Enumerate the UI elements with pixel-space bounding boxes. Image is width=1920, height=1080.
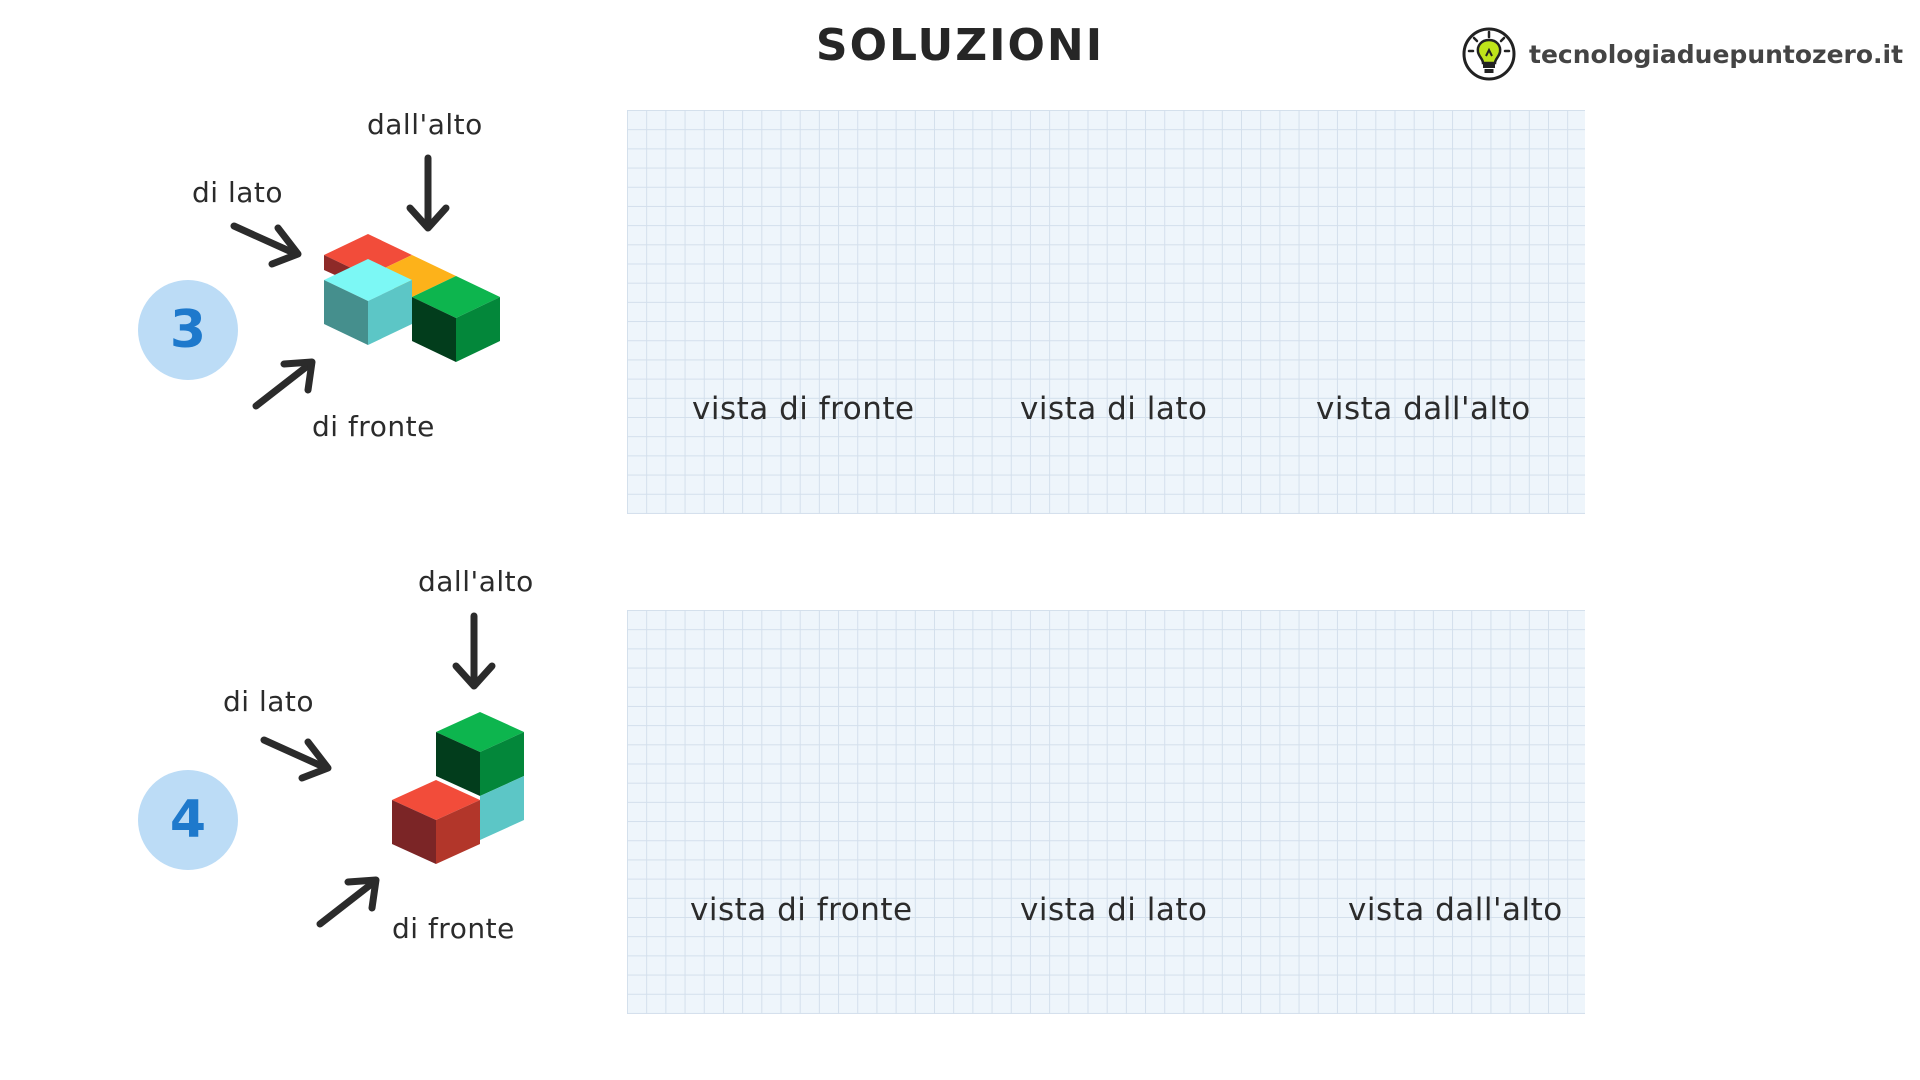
brand-text: tecnologiaduepuntozero.it <box>1529 39 1904 69</box>
view-label-front: vista di fronte <box>692 391 915 427</box>
solution-grid[interactable] <box>627 110 1585 514</box>
page-title: SOLUZIONI <box>815 20 1105 71</box>
label-front-view: di fronte <box>392 912 515 945</box>
view-label-front: vista di fronte <box>690 892 913 928</box>
label-side-view: di lato <box>192 176 283 209</box>
arrow-right-down-icon <box>260 736 332 782</box>
label-side-view: di lato <box>223 685 314 718</box>
arrow-down-icon <box>406 154 450 232</box>
label-top-view: dall'alto <box>418 565 534 598</box>
arrow-right-down-icon <box>230 222 302 268</box>
view-label-top: vista dall'alto <box>1348 892 1563 928</box>
view-label-top: vista dall'alto <box>1316 391 1531 427</box>
cube-model <box>324 234 500 362</box>
view-label-side: vista di lato <box>1020 391 1208 427</box>
arrow-up-right-icon <box>316 876 380 928</box>
brand[interactable]: tecnologiaduepuntozero.it <box>1461 26 1903 82</box>
label-top-view: dall'alto <box>367 108 483 141</box>
exercise-number-badge: 4 <box>138 770 238 870</box>
lightbulb-icon <box>1462 27 1516 81</box>
view-label-side: vista di lato <box>1020 892 1208 928</box>
exercise-number-badge: 3 <box>138 280 238 380</box>
arrow-down-icon <box>452 612 496 690</box>
cube-model <box>392 712 524 864</box>
label-front-view: di fronte <box>312 410 435 443</box>
arrow-up-right-icon <box>252 358 316 410</box>
solution-grid[interactable] <box>627 610 1585 1014</box>
